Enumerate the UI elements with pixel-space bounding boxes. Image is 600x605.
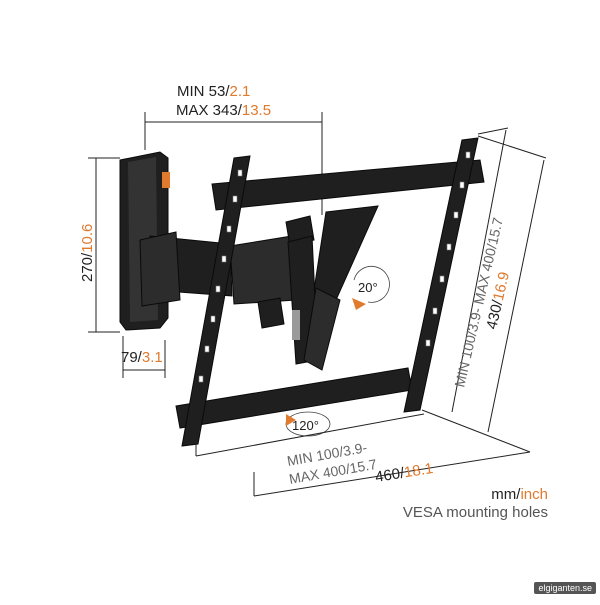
- left-rail-holes: [198, 169, 243, 383]
- orange-lock-tab: [162, 172, 170, 188]
- tilt-20-label: 20°: [358, 280, 378, 295]
- extension-max-label: MAX 343/13.5: [176, 102, 271, 119]
- wallplate-height-dimension: 270/10.6: [79, 157, 120, 333]
- swivel-120-label: 120°: [292, 418, 319, 433]
- watermark: elgiganten.se: [534, 582, 596, 594]
- tilt-20-indicator: 20°: [352, 265, 390, 310]
- unit-label: mm/inch: [491, 486, 548, 503]
- depth-dimension: 79/3.1: [121, 336, 166, 378]
- extension-min-label: MIN 53/2.1: [177, 83, 250, 100]
- wallplate-height-label: 270/10.6: [79, 224, 96, 282]
- vesa-bracket: [175, 137, 485, 447]
- width-dimensions: MIN 100/3.9- MAX 400/15.7 460/18.1: [195, 409, 531, 497]
- swivel-120-indicator: 120°: [285, 411, 331, 437]
- right-rail-holes: [425, 151, 471, 347]
- extension-dimension: MIN 53/2.1 MAX 343/13.5: [144, 83, 323, 215]
- tall-label: 430/16.9: [483, 270, 513, 331]
- depth-label: 79/3.1: [121, 349, 163, 366]
- unit-legend: mm/inch VESA mounting holes: [403, 486, 548, 521]
- width-label: 460/18.1: [374, 460, 434, 486]
- vesa-caption: VESA mounting holes: [403, 504, 548, 521]
